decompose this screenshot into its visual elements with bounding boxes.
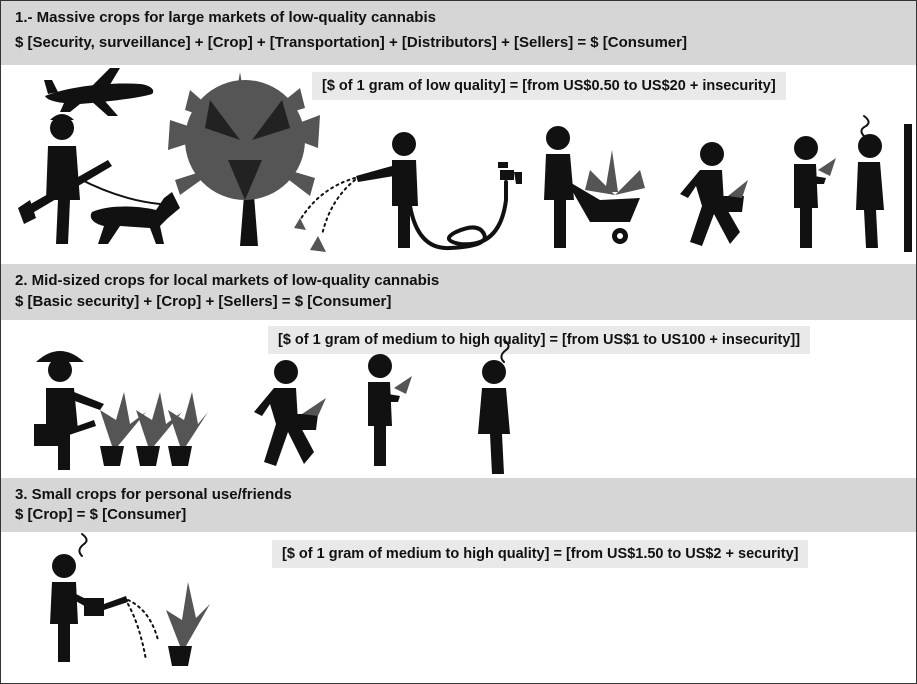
seller-icon — [368, 354, 412, 466]
farmer-watering-can-icon — [34, 351, 104, 470]
section-3-price: [$ of 1 gram of medium to high quality] … — [272, 540, 809, 568]
potted-plant-icon — [100, 392, 208, 466]
section-1-header: 1.- Massive crops for large markets of l… — [1, 1, 916, 65]
section-2-formula: $ [Basic security] + [Crop] + [Sellers] … — [15, 293, 392, 310]
potted-plant-icon — [166, 582, 210, 666]
armed-guard-icon — [18, 114, 112, 244]
faucet-icon — [498, 162, 522, 184]
water-spray-icon — [294, 177, 356, 252]
wheelbarrow-person-icon — [544, 126, 645, 248]
smoker-icon — [856, 115, 912, 252]
section-2-header: 2. Mid-sized crops for local markets of … — [1, 264, 916, 320]
section-1-title: 1.- Massive crops for large markets of l… — [15, 9, 436, 26]
watering-hose-person-icon — [356, 132, 508, 251]
section-1-price: [$ of 1 gram of low quality] = [from US$… — [312, 72, 786, 100]
smoker-watering-icon — [50, 533, 159, 662]
walking-carrier-icon — [254, 360, 326, 466]
airplane-icon — [44, 68, 154, 116]
seller-icon — [794, 136, 836, 248]
cannabis-tree-icon — [168, 72, 320, 246]
section-2-title: 2. Mid-sized crops for local markets of … — [15, 272, 440, 289]
section-3-header: 3. Small crops for personal use/friends … — [1, 478, 916, 532]
walking-carrier-icon — [680, 142, 748, 246]
section-1-formula: $ [Security, surveillance] + [Crop] + [T… — [15, 34, 687, 51]
section-3-title: 3. Small crops for personal use/friends — [15, 486, 292, 503]
guard-dog-icon — [77, 177, 180, 244]
section-3-formula: $ [Crop] = $ [Consumer] — [15, 506, 187, 523]
smoker-icon — [478, 339, 510, 474]
section-2-price: [$ of 1 gram of medium to high quality] … — [268, 326, 811, 354]
